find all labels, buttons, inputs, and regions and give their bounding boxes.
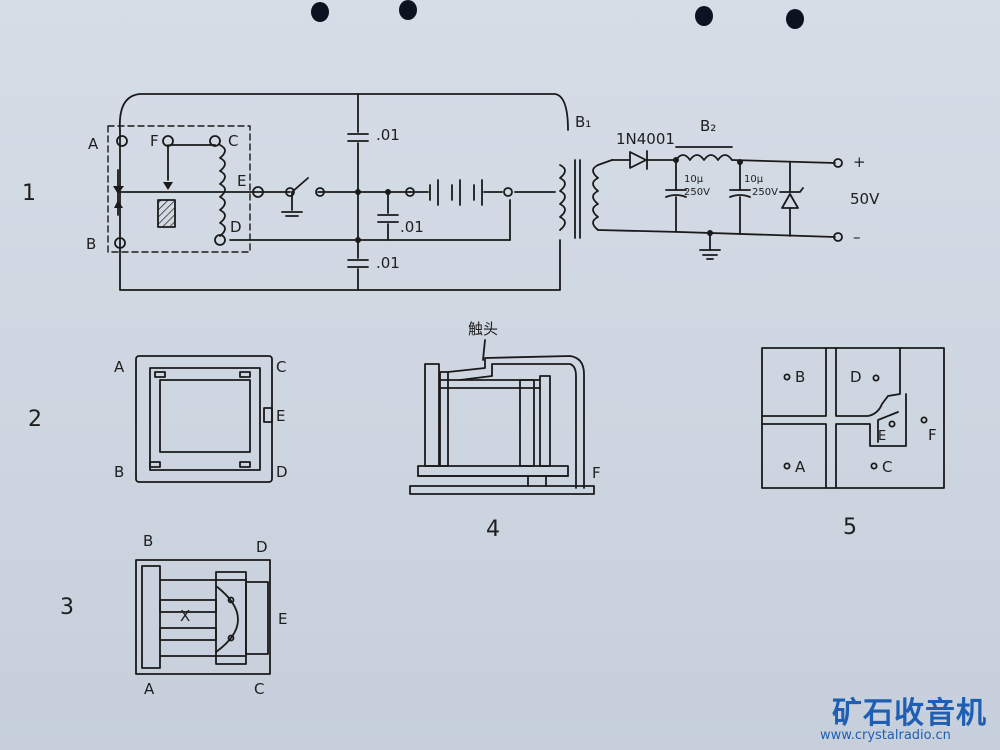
fig1-label-d: D	[230, 218, 242, 236]
fig1-label-e: E	[237, 172, 246, 190]
fig5-hole-b	[783, 373, 791, 381]
fig5-label-f: F	[928, 426, 937, 444]
watermark-title: 矿石收音机	[832, 696, 987, 731]
fig5-drawing	[761, 347, 945, 489]
fig1-diode-label: 1N4001	[616, 130, 675, 148]
fig2-number: 2	[28, 407, 42, 432]
fig2-label-e: E	[276, 407, 285, 425]
fig1-terminals	[113, 135, 843, 249]
fig1-cap-bottom: .01	[376, 254, 400, 272]
fig5-hole-e	[888, 420, 896, 428]
fig1-transformer-b2: B₂	[700, 117, 716, 135]
fig2-drawing	[135, 355, 273, 483]
fig3-label-b: B	[143, 532, 153, 550]
fig1-cap1-value: 10μ	[684, 174, 704, 185]
fig1-plus: +	[853, 153, 866, 171]
fig1-cap2-voltage: 250V	[752, 187, 778, 198]
fig3-number: 3	[60, 595, 74, 620]
fig4-label-f: F	[592, 464, 601, 482]
fig4-drawing	[409, 339, 595, 495]
watermark-url: www.crystalradio.cn	[820, 728, 951, 743]
fig5-label-e: E	[878, 429, 886, 444]
binder-holes	[311, 0, 804, 29]
fig5-number: 5	[843, 515, 857, 540]
fig3-label-a: A	[144, 680, 155, 698]
fig1-cap-top: .01	[376, 126, 400, 144]
fig4-contact-label: 触头	[468, 320, 498, 338]
fig3-label-d: D	[256, 538, 268, 556]
fig2-label-b: B	[114, 463, 124, 481]
fig1-label-c: C	[228, 132, 238, 150]
fig3-label-x: X	[180, 607, 190, 625]
fig2-label-d: D	[276, 463, 288, 481]
fig5-label-d: D	[850, 368, 862, 386]
fig5-hole-c	[870, 462, 878, 470]
fig1-label-f: F	[150, 132, 159, 150]
fig3-label-c: C	[254, 680, 264, 698]
fig5-hole-d	[872, 374, 880, 382]
fig5-label-c: C	[882, 458, 892, 476]
fig5-hole-f	[920, 416, 928, 424]
fig3-label-e: E	[278, 610, 287, 628]
fig1-minus: –	[853, 228, 861, 246]
fig1-cap2-value: 10μ	[744, 174, 764, 185]
fig1-number: 1	[22, 181, 36, 206]
fig4-number: 4	[486, 517, 500, 542]
fig2-label-a: A	[114, 358, 125, 376]
fig5-label-a: A	[795, 458, 806, 476]
fig5-hole-a	[783, 462, 791, 470]
fig3-drawing	[135, 559, 271, 675]
fig1-circuit	[107, 93, 836, 291]
fig1-label-b: B	[86, 235, 96, 253]
fig3-hole-bottom	[227, 634, 235, 642]
fig1-transformer-b1: B₁	[575, 113, 591, 131]
fig5-label-b: B	[795, 368, 805, 386]
fig1-output-voltage: 50V	[850, 190, 880, 208]
fig1-cap1-voltage: 250V	[684, 187, 710, 198]
fig3-hole-top	[227, 596, 235, 604]
fig2-label-c: C	[276, 358, 286, 376]
fig1-cap-mid: .01	[400, 218, 424, 236]
fig1-label-a: A	[88, 135, 99, 153]
